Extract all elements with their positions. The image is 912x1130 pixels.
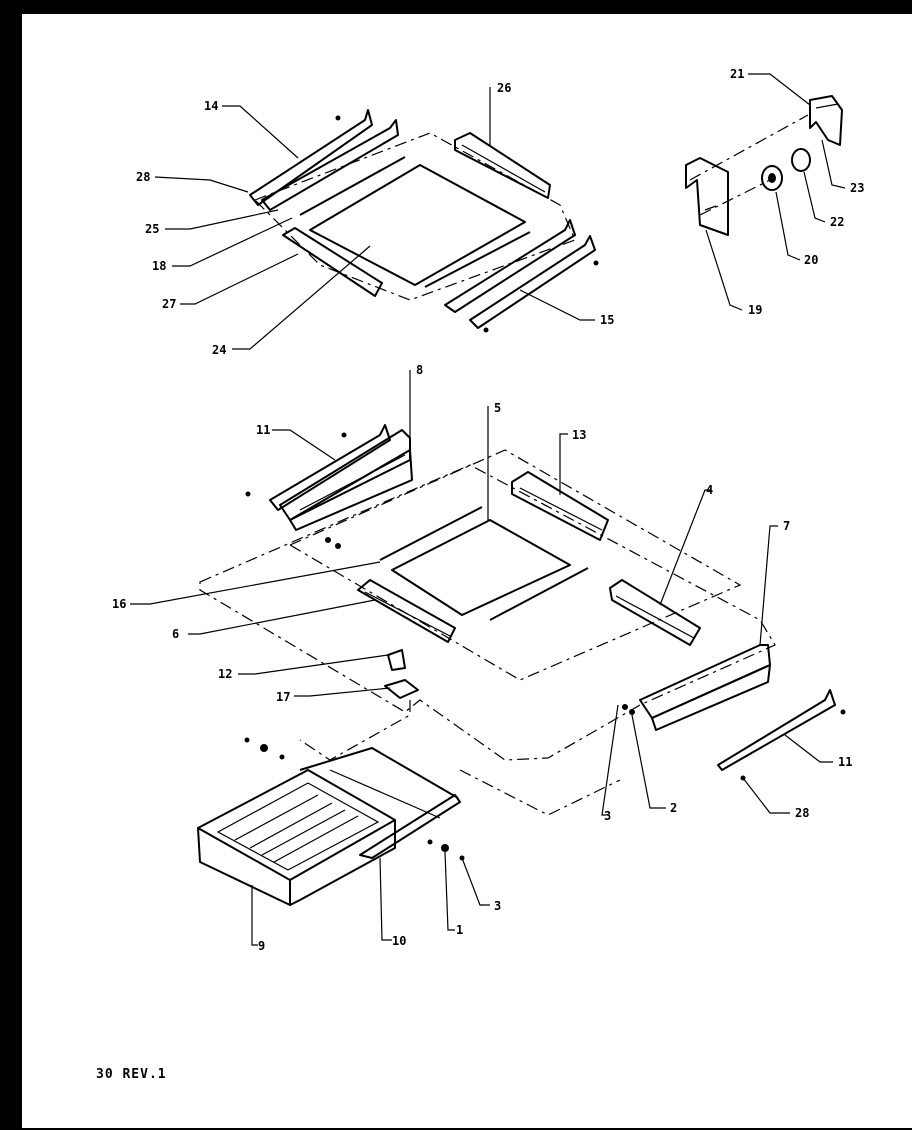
callout-7: 7 — [783, 519, 790, 533]
callout-1: 1 — [456, 923, 463, 937]
callout-9: 9 — [258, 939, 265, 953]
part-12-clip — [387, 649, 406, 671]
callout-28-right: 28 — [795, 806, 809, 820]
callout-16: 16 — [112, 597, 126, 611]
part-17-clip — [384, 679, 419, 699]
part-11-left-clip — [269, 424, 391, 511]
part-7-right-rail — [639, 644, 771, 731]
callout-18: 18 — [152, 259, 166, 273]
part-23-mount-bracket — [809, 95, 843, 146]
callout-28-top: 28 — [136, 170, 150, 184]
callout-26: 26 — [497, 81, 511, 95]
drawing-reference: 30 REV.1 — [96, 1067, 167, 1082]
part-26-rear-bracket — [454, 132, 551, 199]
part-27-front-trim — [282, 227, 383, 297]
callout-3-upper: 3 — [604, 809, 611, 823]
callout-14: 14 — [204, 99, 218, 113]
part-4-side-bracket — [609, 579, 701, 646]
callout-22: 22 — [830, 215, 844, 229]
part-15-right-rail — [444, 219, 599, 333]
part-14-left-rail — [249, 109, 399, 211]
callout-13: 13 — [572, 428, 586, 442]
part-5-glass-panel — [379, 506, 589, 621]
callout-12: 12 — [218, 667, 232, 681]
callout-6: 6 — [172, 627, 179, 641]
callout-20: 20 — [804, 253, 818, 267]
top-shelf-assembly — [249, 109, 599, 333]
callout-8: 8 — [416, 363, 423, 377]
callout-23: 23 — [850, 181, 864, 195]
part-11-right-clip — [717, 689, 846, 771]
callout-2: 2 — [670, 801, 677, 815]
callout-10: 10 — [392, 934, 406, 948]
roller-bracket-assembly — [685, 95, 843, 236]
part-22-roller-cap — [791, 148, 811, 172]
part-19-side-bracket — [685, 157, 729, 236]
leader-lines — [130, 73, 846, 946]
part-10-drawer-slide — [299, 747, 461, 859]
callout-19: 19 — [748, 303, 762, 317]
callout-15: 15 — [600, 313, 614, 327]
callout-11-right: 11 — [838, 755, 852, 769]
part-9-crisper-drawer — [197, 769, 396, 906]
part-6-front-trim — [357, 579, 456, 643]
callout-3-lower: 3 — [494, 899, 501, 913]
drawing-sheet — [22, 14, 912, 1128]
callout-4: 4 — [706, 483, 713, 497]
callout-17: 17 — [276, 690, 290, 704]
part-13-rear-bracket — [511, 471, 609, 541]
callout-21: 21 — [730, 67, 744, 81]
callout-labels: 14 28 25 18 27 24 26 15 21 23 22 20 19 8… — [112, 67, 864, 953]
part-20-roller — [761, 165, 783, 191]
part-8-left-rail — [245, 429, 413, 531]
callout-5: 5 — [494, 401, 501, 415]
callout-11-left: 11 — [256, 423, 270, 437]
main-shelf-assembly — [199, 424, 846, 861]
callout-24: 24 — [212, 343, 226, 357]
callout-25: 25 — [145, 222, 159, 236]
callout-27: 27 — [162, 297, 176, 311]
part-24-glass-panel — [299, 156, 531, 288]
